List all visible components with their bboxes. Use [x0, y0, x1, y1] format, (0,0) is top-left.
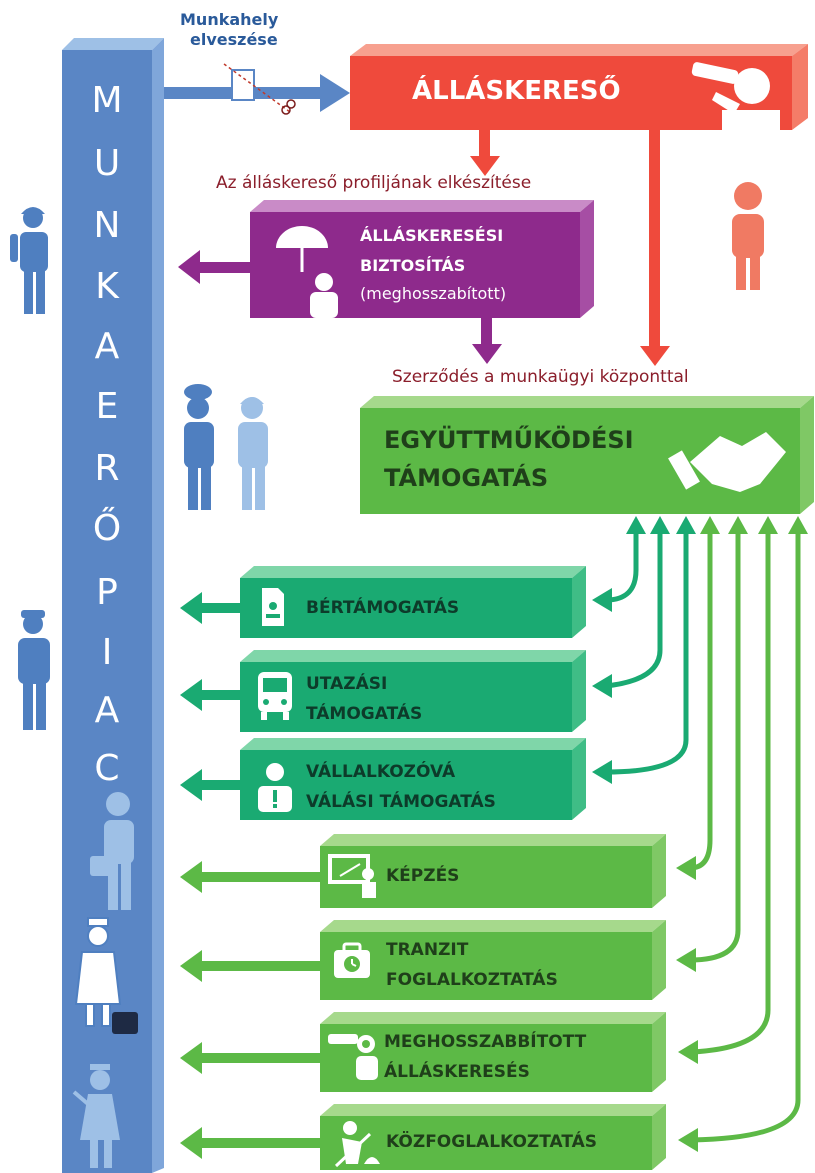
pillar-letter: R: [94, 448, 120, 489]
worker-shovel-icon: [334, 1121, 380, 1168]
police-officer-icon: [18, 610, 50, 730]
support-label-travel-2: TÁMOGATÁS: [306, 704, 423, 724]
mechanic-icon: [238, 397, 268, 510]
support-box-public-work: [320, 1104, 666, 1170]
binoculars-clock-icon: [328, 1034, 378, 1080]
pillar-letter: P: [96, 572, 118, 613]
binoculars-person-icon: [691, 62, 780, 130]
cooperation-line2: TÁMOGATÁS: [384, 464, 549, 492]
support-box-entrepreneur: [240, 738, 586, 820]
entrepreneur-icon: [258, 763, 292, 812]
support-label-extended-1: MEGHOSSZABBÍTOTT: [384, 1032, 587, 1052]
insurance-line3: (meghosszabított): [360, 284, 507, 303]
insurance-to-contract-arrow: [472, 318, 502, 364]
maid-icon: [72, 1064, 120, 1168]
support-label-travel-1: UTAZÁSI: [306, 674, 388, 694]
support-label-wage: BÉRTÁMOGATÁS: [306, 598, 460, 618]
jobseeker-title: ÁLLÁSKERESŐ: [412, 76, 621, 106]
profile-caption: Az álláskereső profiljának elkészítése: [216, 173, 532, 193]
pillar-letter: E: [95, 386, 119, 427]
cooperation-line1: EGYÜTTMŰKÖDÉSI: [384, 426, 634, 454]
pillar-letter: M: [91, 80, 123, 121]
support-label-extended-2: ÁLLÁSKERESÉS: [384, 1062, 530, 1082]
businessman-icon: [90, 792, 134, 910]
umbrella-person-icon: [276, 226, 338, 318]
pillar-letter: U: [93, 143, 121, 184]
bus-icon: [258, 672, 292, 720]
contract-caption: Szerződés a munkaügyi központtal: [392, 367, 689, 387]
insurance-line1: ÁLLÁSKERESÉSI: [360, 226, 504, 245]
scissors-document-icon: [223, 63, 296, 115]
briefcase-clock-icon: [334, 942, 370, 978]
cooperation-flow-lines: [603, 527, 801, 1143]
support-label-transit-2: FOGLALKOZTATÁS: [386, 970, 558, 990]
job-loss-label-line1: Munkahely: [180, 10, 279, 29]
support-box-wage: [240, 566, 586, 638]
jobseeker-to-profile-arrow: [470, 130, 500, 176]
pillar-letter: A: [94, 326, 120, 367]
training-board-icon: [328, 854, 376, 898]
construction-worker-icon: [10, 207, 48, 314]
pillar-letter: I: [101, 632, 113, 673]
pillar-letter: N: [93, 205, 121, 246]
nurse-icon: [74, 917, 138, 1034]
support-label-entrepreneur-2: VÁLÁSI TÁMOGATÁS: [306, 792, 496, 812]
support-to-market-arrows: [180, 592, 320, 1159]
support-box-transit: [320, 920, 666, 1000]
job-loss-label-line2: elveszése: [190, 30, 278, 49]
job-loss-arrow: [164, 74, 350, 112]
support-box-travel: [240, 650, 586, 732]
pillar-letter: K: [95, 266, 119, 307]
support-label-entrepreneur-1: VÁLLALKOZÓVÁ: [306, 762, 456, 782]
insurance-line2: BIZTOSÍTÁS: [360, 256, 466, 275]
document-icon: [262, 588, 284, 626]
support-label-public-work: KÖZFOGLALKOZTATÁS: [386, 1132, 598, 1152]
pillar-letter: C: [94, 748, 120, 789]
handshake-icon: [668, 432, 786, 492]
pillar-letter: Ő: [92, 508, 122, 549]
support-label-transit-1: TRANZIT: [386, 940, 469, 960]
pillar-letter: A: [94, 690, 120, 731]
jobseeker-box: [350, 44, 808, 130]
support-box-training: [320, 834, 666, 908]
insurance-to-market-arrow: [178, 250, 250, 284]
support-label-training: KÉPZÉS: [386, 866, 460, 886]
worried-person-icon: [732, 182, 764, 290]
chef-icon: [184, 384, 214, 510]
jobseeker-to-contract-arrow: [640, 130, 670, 366]
cooperation-flow-arrowheads: [592, 516, 808, 1152]
